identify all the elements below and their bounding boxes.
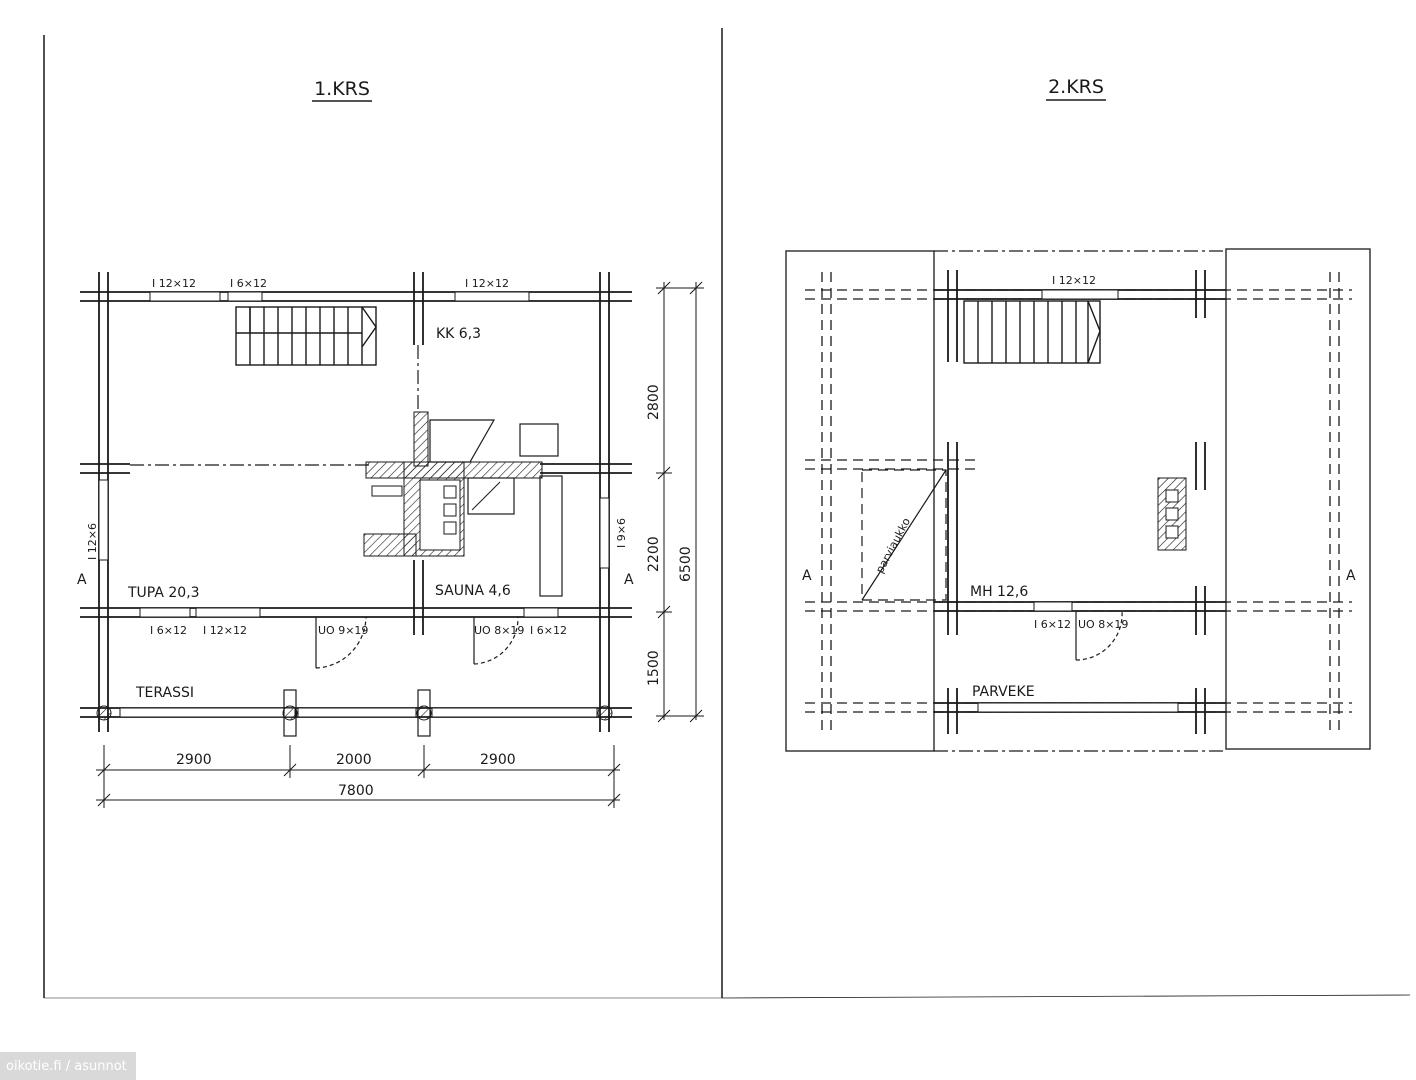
room-mh: MH 12,6 bbox=[970, 584, 1028, 600]
section-mark: A bbox=[624, 572, 634, 588]
door-label: UO 8×19 bbox=[1078, 618, 1128, 631]
watermark-text: oikotie.fi / asunnot bbox=[6, 1059, 127, 1074]
window-label: I 6×12 bbox=[230, 277, 267, 290]
floor1-fireplace bbox=[363, 411, 563, 597]
dimension-label: 6500 bbox=[678, 546, 694, 582]
dimension-label: 2900 bbox=[176, 752, 212, 768]
dimension-label: 2200 bbox=[646, 536, 662, 572]
watermark: oikotie.fi / asunnot bbox=[0, 1052, 136, 1080]
dimension-label: 2800 bbox=[646, 384, 662, 420]
window-label: I 6×12 bbox=[1034, 618, 1071, 631]
floor1-doors bbox=[315, 616, 519, 669]
dimension-label: 2000 bbox=[336, 752, 372, 768]
floor2-loft-opening bbox=[861, 469, 947, 601]
room-terassi: TERASSI bbox=[135, 685, 194, 701]
room-sauna: SAUNA 4,6 bbox=[435, 583, 511, 599]
room-parveke: PARVEKE bbox=[972, 684, 1035, 700]
floor2-plan: 2.KRS bbox=[785, 76, 1371, 752]
window-label: I 12×6 bbox=[86, 523, 99, 560]
dimension-label: 1500 bbox=[646, 650, 662, 686]
floor1-windows bbox=[98, 291, 610, 718]
window-label: I 12×12 bbox=[152, 277, 196, 290]
window-label: I 9×6 bbox=[615, 518, 628, 548]
window-label: I 6×12 bbox=[530, 624, 567, 637]
floor1-terrace-posts bbox=[96, 689, 613, 737]
floor2-dashed-walls bbox=[805, 272, 1352, 732]
dimension-label: 7800 bbox=[338, 783, 374, 799]
door-label: UO 8×19 bbox=[474, 624, 524, 637]
floor1-walls bbox=[80, 272, 632, 732]
room-kk: KK 6,3 bbox=[436, 326, 481, 342]
window-label: I 12×12 bbox=[1052, 274, 1096, 287]
section-mark: A bbox=[1346, 568, 1356, 584]
dimension-label: 2900 bbox=[480, 752, 516, 768]
window-label: I 12×12 bbox=[465, 277, 509, 290]
floor2-stairs bbox=[963, 300, 1101, 364]
floor1-dimension-lines bbox=[96, 281, 704, 808]
room-tupa: TUPA 20,3 bbox=[127, 585, 200, 601]
floor2-chimney bbox=[1157, 477, 1187, 551]
floor1-plan: 1.KRS bbox=[77, 78, 704, 808]
floor2-title: 2.KRS bbox=[1048, 76, 1104, 98]
window-label: I 6×12 bbox=[150, 624, 187, 637]
floor1-dashdot-lines bbox=[130, 345, 419, 466]
floor1-title: 1.KRS bbox=[314, 78, 370, 100]
sheet-borders bbox=[43, 28, 1411, 999]
door-label: UO 9×19 bbox=[318, 624, 368, 637]
section-mark: A bbox=[77, 572, 87, 588]
floor1-stairs bbox=[235, 306, 377, 366]
floor2-door bbox=[1075, 610, 1123, 661]
window-label: I 12×12 bbox=[203, 624, 247, 637]
floor2-outline bbox=[785, 248, 1371, 752]
room-parviaukko: parviaukko bbox=[873, 516, 913, 576]
floor2-windows bbox=[977, 289, 1179, 713]
section-mark: A bbox=[802, 568, 812, 584]
